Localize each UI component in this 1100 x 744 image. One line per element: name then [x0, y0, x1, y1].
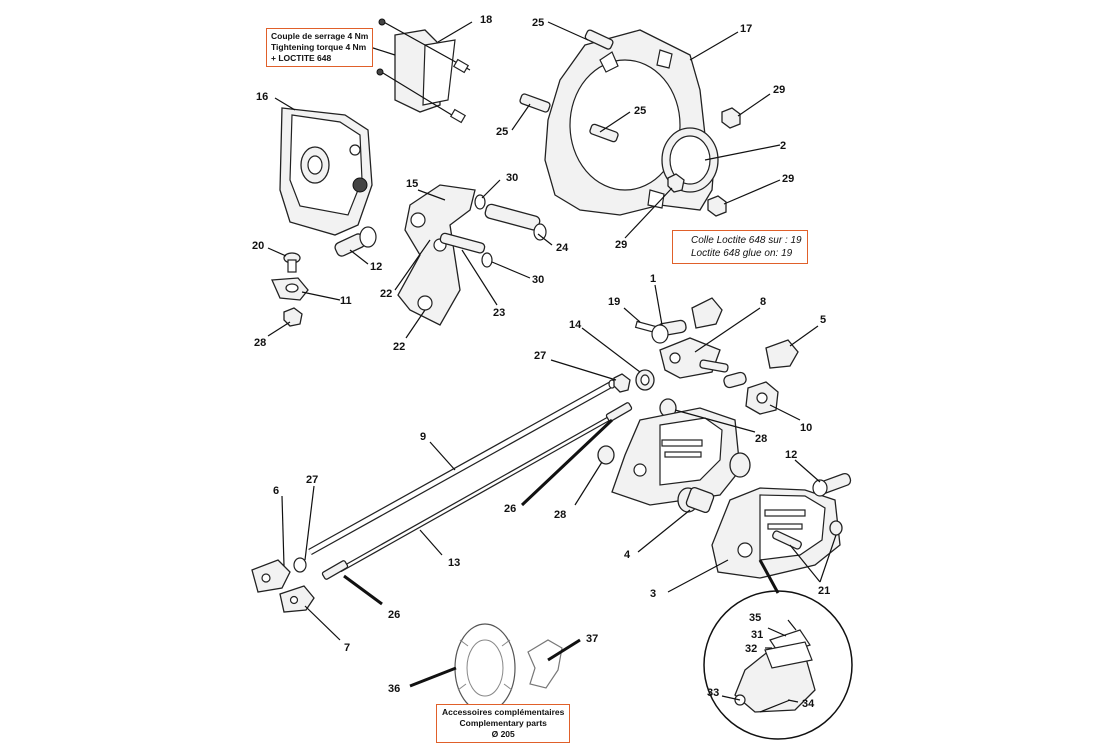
callout-30: 30	[506, 172, 518, 184]
part-9-rod	[308, 379, 616, 556]
part-15-mounting-bracket	[397, 184, 476, 326]
callout-21: 21	[818, 585, 830, 597]
part-5-clevis-right	[691, 297, 799, 389]
part-20-screw	[283, 252, 301, 273]
callout-28: 28	[254, 337, 266, 349]
callout-29: 29	[615, 239, 627, 251]
part-7-clevis	[279, 585, 315, 613]
part-10-knob	[745, 381, 779, 415]
part-4-spacers	[677, 452, 751, 514]
callout-29: 29	[773, 84, 785, 96]
callout-36: 36	[388, 683, 400, 695]
part-11-clip	[271, 277, 309, 301]
callout-32: 32	[745, 643, 757, 655]
callout-37: 37	[586, 633, 598, 645]
callout-10: 10	[800, 422, 812, 434]
callout-27: 27	[306, 474, 318, 486]
part-12-fitting-right	[812, 472, 852, 497]
callout-30: 30	[532, 274, 544, 286]
callout-16: 16	[256, 91, 268, 103]
callout-18: 18	[480, 14, 492, 26]
callout-35: 35	[749, 612, 761, 624]
callout-19: 19	[608, 296, 620, 308]
callout-12: 12	[370, 261, 382, 273]
callout-28: 28	[554, 509, 566, 521]
part-24-pin	[484, 203, 547, 241]
callout-5: 5	[820, 314, 826, 326]
callout-12: 12	[785, 449, 797, 461]
callout-9: 9	[420, 431, 426, 443]
part-29-nuts	[667, 107, 741, 217]
callout-2: 2	[780, 140, 786, 152]
callout-8: 8	[760, 296, 766, 308]
callout-26: 26	[504, 503, 516, 515]
callout-26: 26	[388, 609, 400, 621]
loctite-note: Colle Loctite 648 sur : 19 Loctite 648 g…	[672, 230, 808, 264]
callout-25: 25	[496, 126, 508, 138]
callout-31: 31	[751, 629, 763, 641]
torque-note: Couple de serrage 4 Nm Tightening torque…	[266, 28, 374, 67]
callout-13: 13	[448, 557, 460, 569]
part-14-washer	[635, 369, 655, 391]
callout-15: 15	[406, 178, 418, 190]
accessories-note: Accessoires complémentaires Complementar…	[436, 704, 571, 743]
part-6-clevis	[251, 557, 307, 593]
callout-28: 28	[755, 433, 767, 445]
part-28-nut-left	[283, 307, 303, 327]
callout-22: 22	[393, 341, 405, 353]
part-caliper-upper	[611, 407, 741, 506]
callout-3: 3	[650, 588, 656, 600]
part-18-pad-holder	[376, 18, 471, 124]
callout-labels: 18 25 17 16 25 25 29 2 29 29 30 15 24 30…	[252, 14, 830, 710]
callout-33: 33	[707, 687, 719, 699]
part-27-nut-center	[613, 373, 631, 393]
callout-7: 7	[344, 642, 350, 654]
callout-24: 24	[556, 242, 569, 254]
part-13-cable	[321, 402, 633, 580]
part-23-pin	[439, 232, 486, 254]
callout-6: 6	[273, 485, 279, 497]
part-28-bushings	[597, 398, 677, 465]
part-37-bracket	[527, 639, 563, 689]
callout-27: 27	[534, 350, 546, 362]
callout-29: 29	[782, 173, 794, 185]
part-30-washers	[474, 194, 493, 268]
part-21-screws	[772, 520, 843, 550]
callout-34: 34	[802, 698, 815, 710]
leader-lines	[267, 21, 837, 703]
part-1-pivot	[651, 319, 687, 344]
callout-1: 1	[650, 273, 656, 285]
callout-25: 25	[634, 105, 646, 117]
part-17-bracket-plate	[544, 29, 719, 216]
callout-20: 20	[252, 240, 264, 252]
callout-11: 11	[340, 295, 352, 307]
callout-23: 23	[493, 307, 505, 319]
part-16-cylinder-body	[279, 107, 373, 236]
callout-17: 17	[740, 23, 752, 35]
callout-22: 22	[380, 288, 392, 300]
callout-25: 25	[532, 17, 544, 29]
part-36-brake-disc	[454, 623, 516, 713]
detail-zoom-circle	[703, 559, 853, 740]
part-12-fitting-top	[334, 226, 377, 257]
part-25-screws	[519, 29, 619, 143]
callout-14: 14	[569, 319, 582, 331]
part-8-lever	[659, 337, 729, 379]
callout-4: 4	[624, 549, 631, 561]
